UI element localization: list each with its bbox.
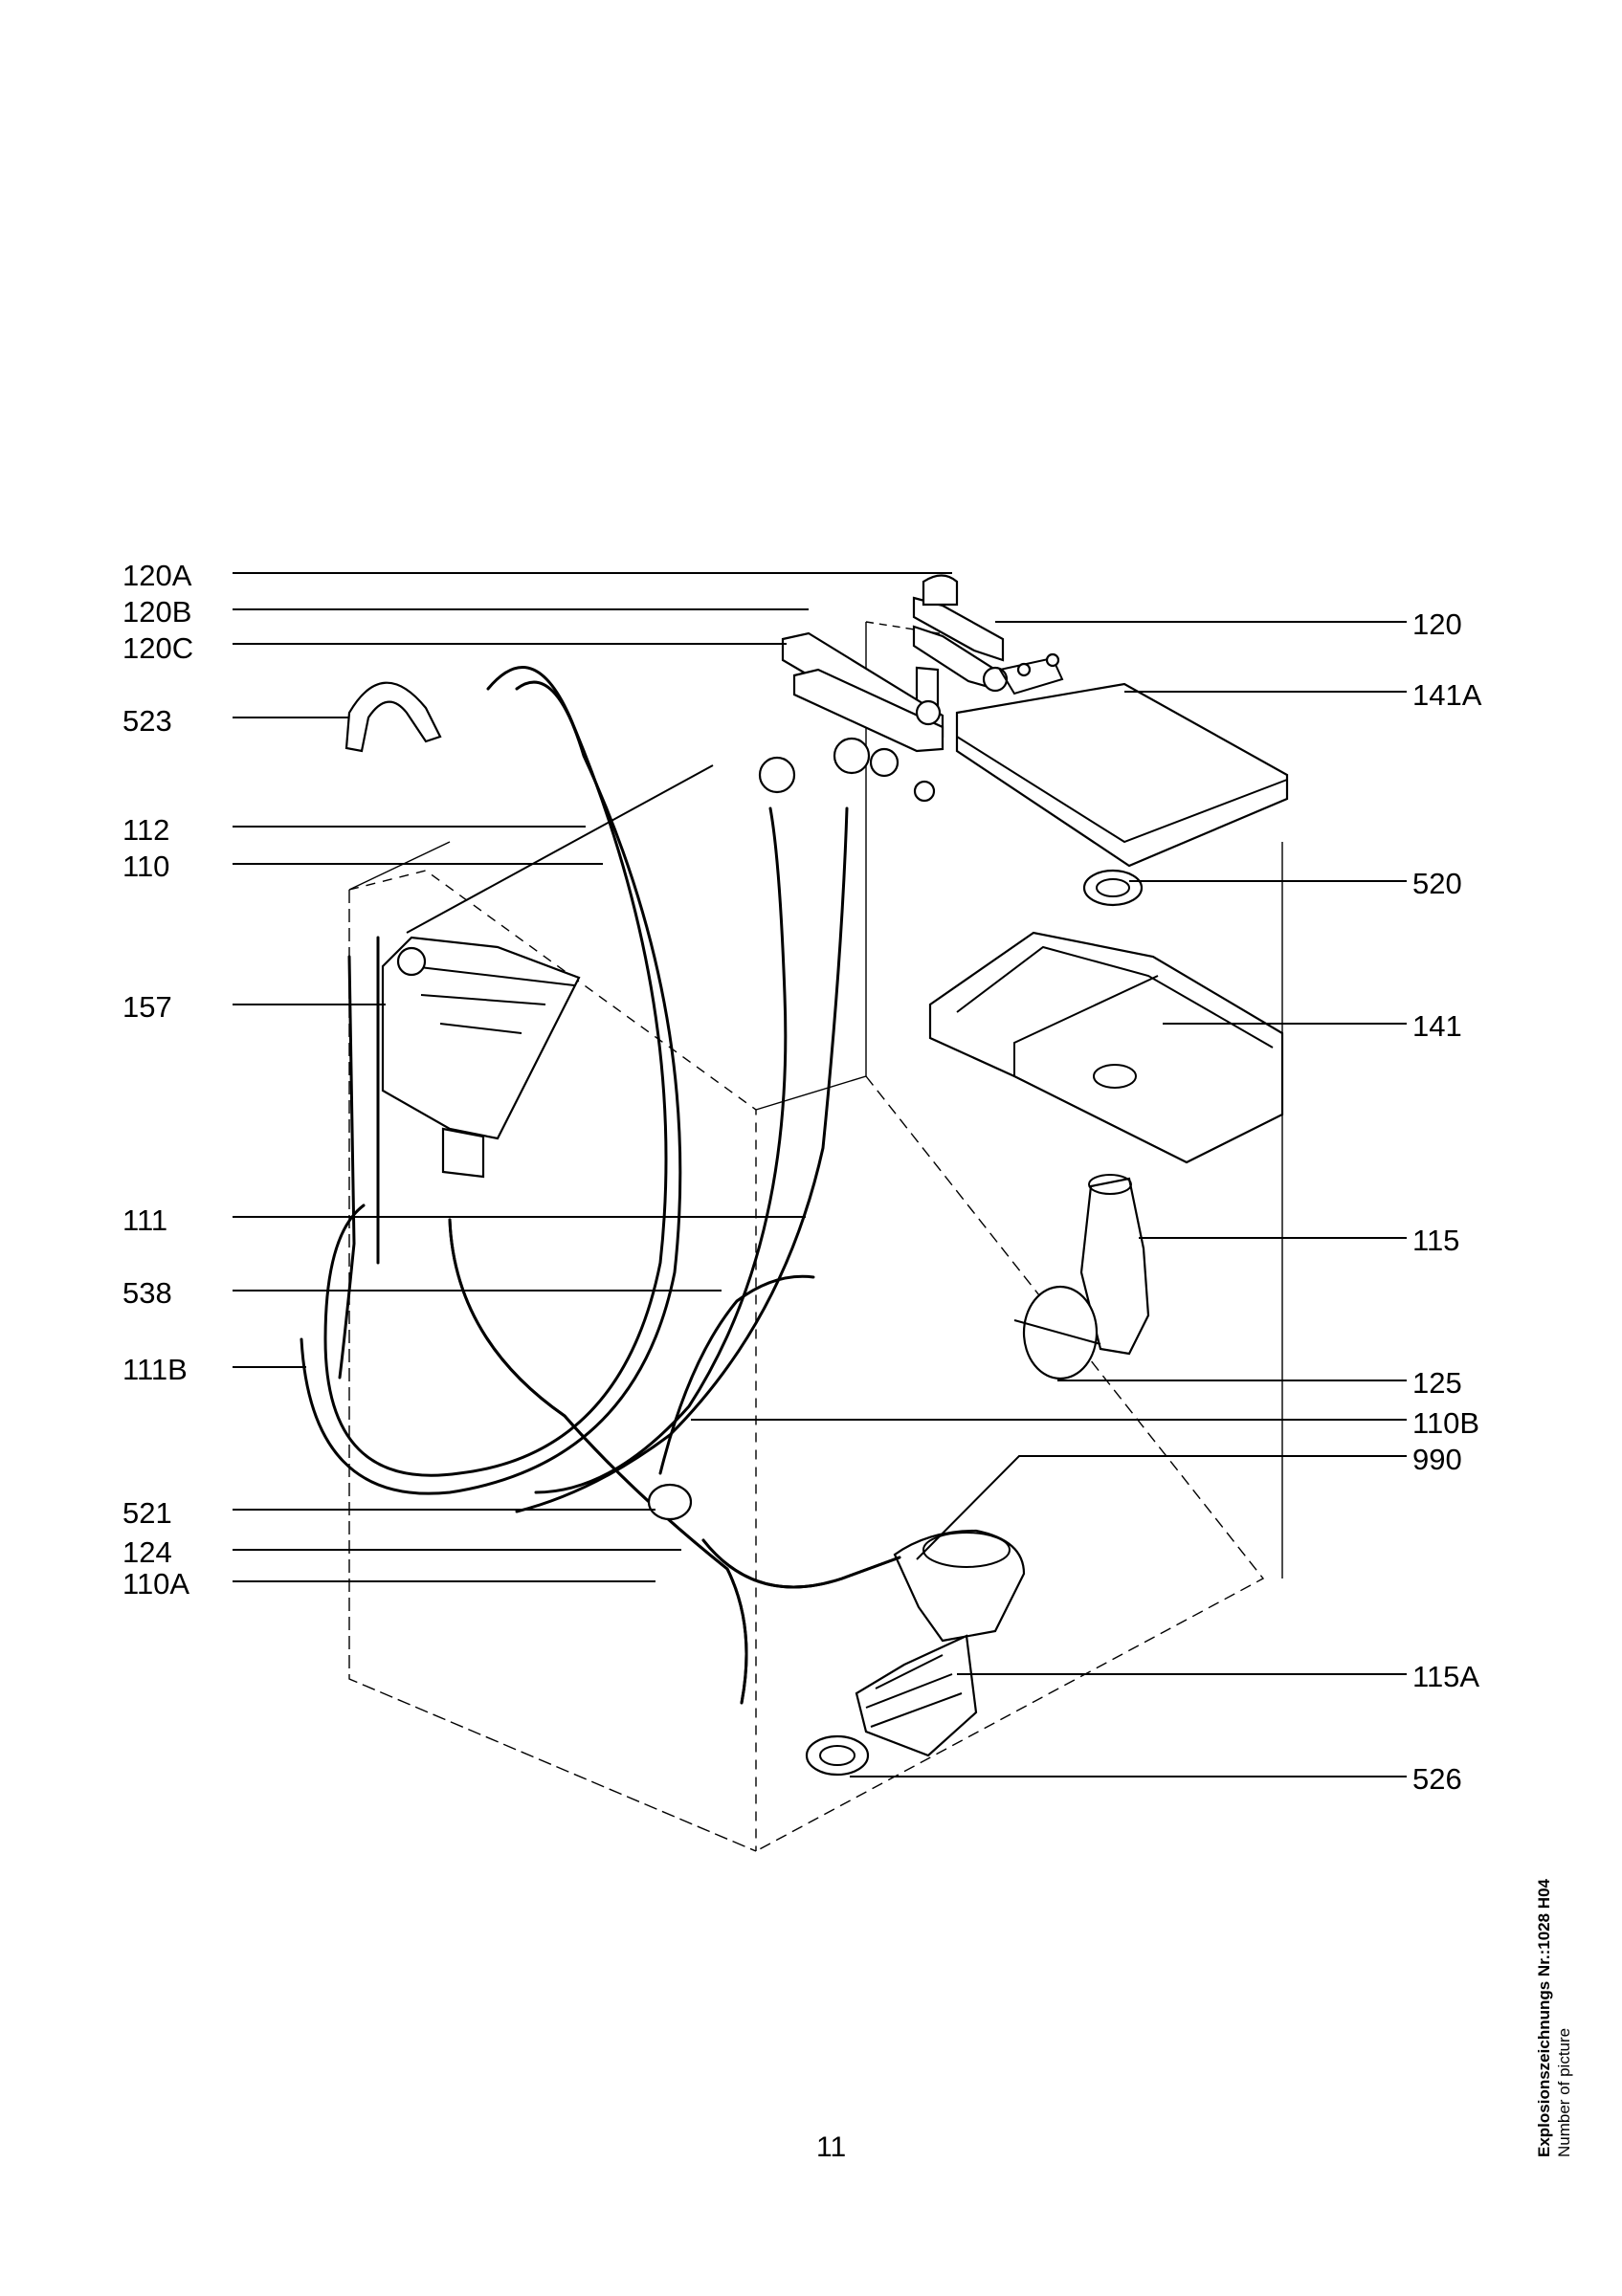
label-112: 112 bbox=[122, 813, 170, 847]
label-141A: 141A bbox=[1412, 678, 1482, 712]
label-120C: 120C bbox=[122, 631, 194, 665]
label-520: 520 bbox=[1412, 867, 1462, 900]
pump-990 bbox=[805, 1529, 1026, 1777]
label-120A: 120A bbox=[122, 559, 192, 592]
bracket-523 bbox=[344, 681, 442, 753]
label-120B: 120B bbox=[122, 595, 192, 629]
drawing-number: Explosionszeichnungs Nr.:1028 H04 bbox=[1535, 1879, 1553, 2157]
label-110B: 110B bbox=[1412, 1406, 1480, 1440]
label-124: 124 bbox=[122, 1535, 172, 1569]
drawer-cover bbox=[955, 652, 1289, 868]
label-110: 110 bbox=[122, 850, 170, 883]
drawing-number-note: Explosionszeichnungs Nr.:1028 H04 Number… bbox=[1534, 1870, 1574, 2157]
bellow-115 bbox=[1013, 1174, 1150, 1380]
label-538: 538 bbox=[122, 1276, 172, 1310]
label-111B: 111B bbox=[122, 1353, 188, 1386]
label-111: 111 bbox=[122, 1203, 168, 1237]
label-523: 523 bbox=[122, 704, 172, 738]
leader-lines-right bbox=[691, 621, 1407, 1777]
loop-hoses bbox=[300, 666, 849, 1513]
label-521: 521 bbox=[122, 1496, 172, 1530]
label-120: 120 bbox=[1412, 607, 1462, 641]
cabinet-outline bbox=[348, 621, 1283, 1852]
label-110A: 110A bbox=[122, 1567, 190, 1601]
inlet-hoses bbox=[781, 574, 1009, 753]
label-115: 115 bbox=[1412, 1224, 1460, 1257]
label-141: 141 bbox=[1412, 1009, 1462, 1043]
detergent-tray bbox=[928, 931, 1284, 1164]
detergent-box-157 bbox=[381, 936, 581, 1179]
drain-hoses bbox=[448, 1218, 901, 1705]
valve-heads bbox=[758, 737, 936, 803]
label-157: 157 bbox=[122, 990, 172, 1024]
label-526: 526 bbox=[1412, 1762, 1462, 1796]
label-125: 125 bbox=[1412, 1366, 1462, 1400]
grommet-521 bbox=[647, 1483, 693, 1521]
picture-caption: Number of picture bbox=[1555, 2027, 1573, 2157]
clamp-526 bbox=[805, 1734, 870, 1777]
label-115A: 115A bbox=[1412, 1660, 1480, 1693]
leader-lines-left bbox=[233, 572, 952, 1582]
page-number: 11 bbox=[816, 2131, 847, 2163]
gasket-520 bbox=[1082, 869, 1144, 907]
label-990: 990 bbox=[1412, 1443, 1462, 1476]
